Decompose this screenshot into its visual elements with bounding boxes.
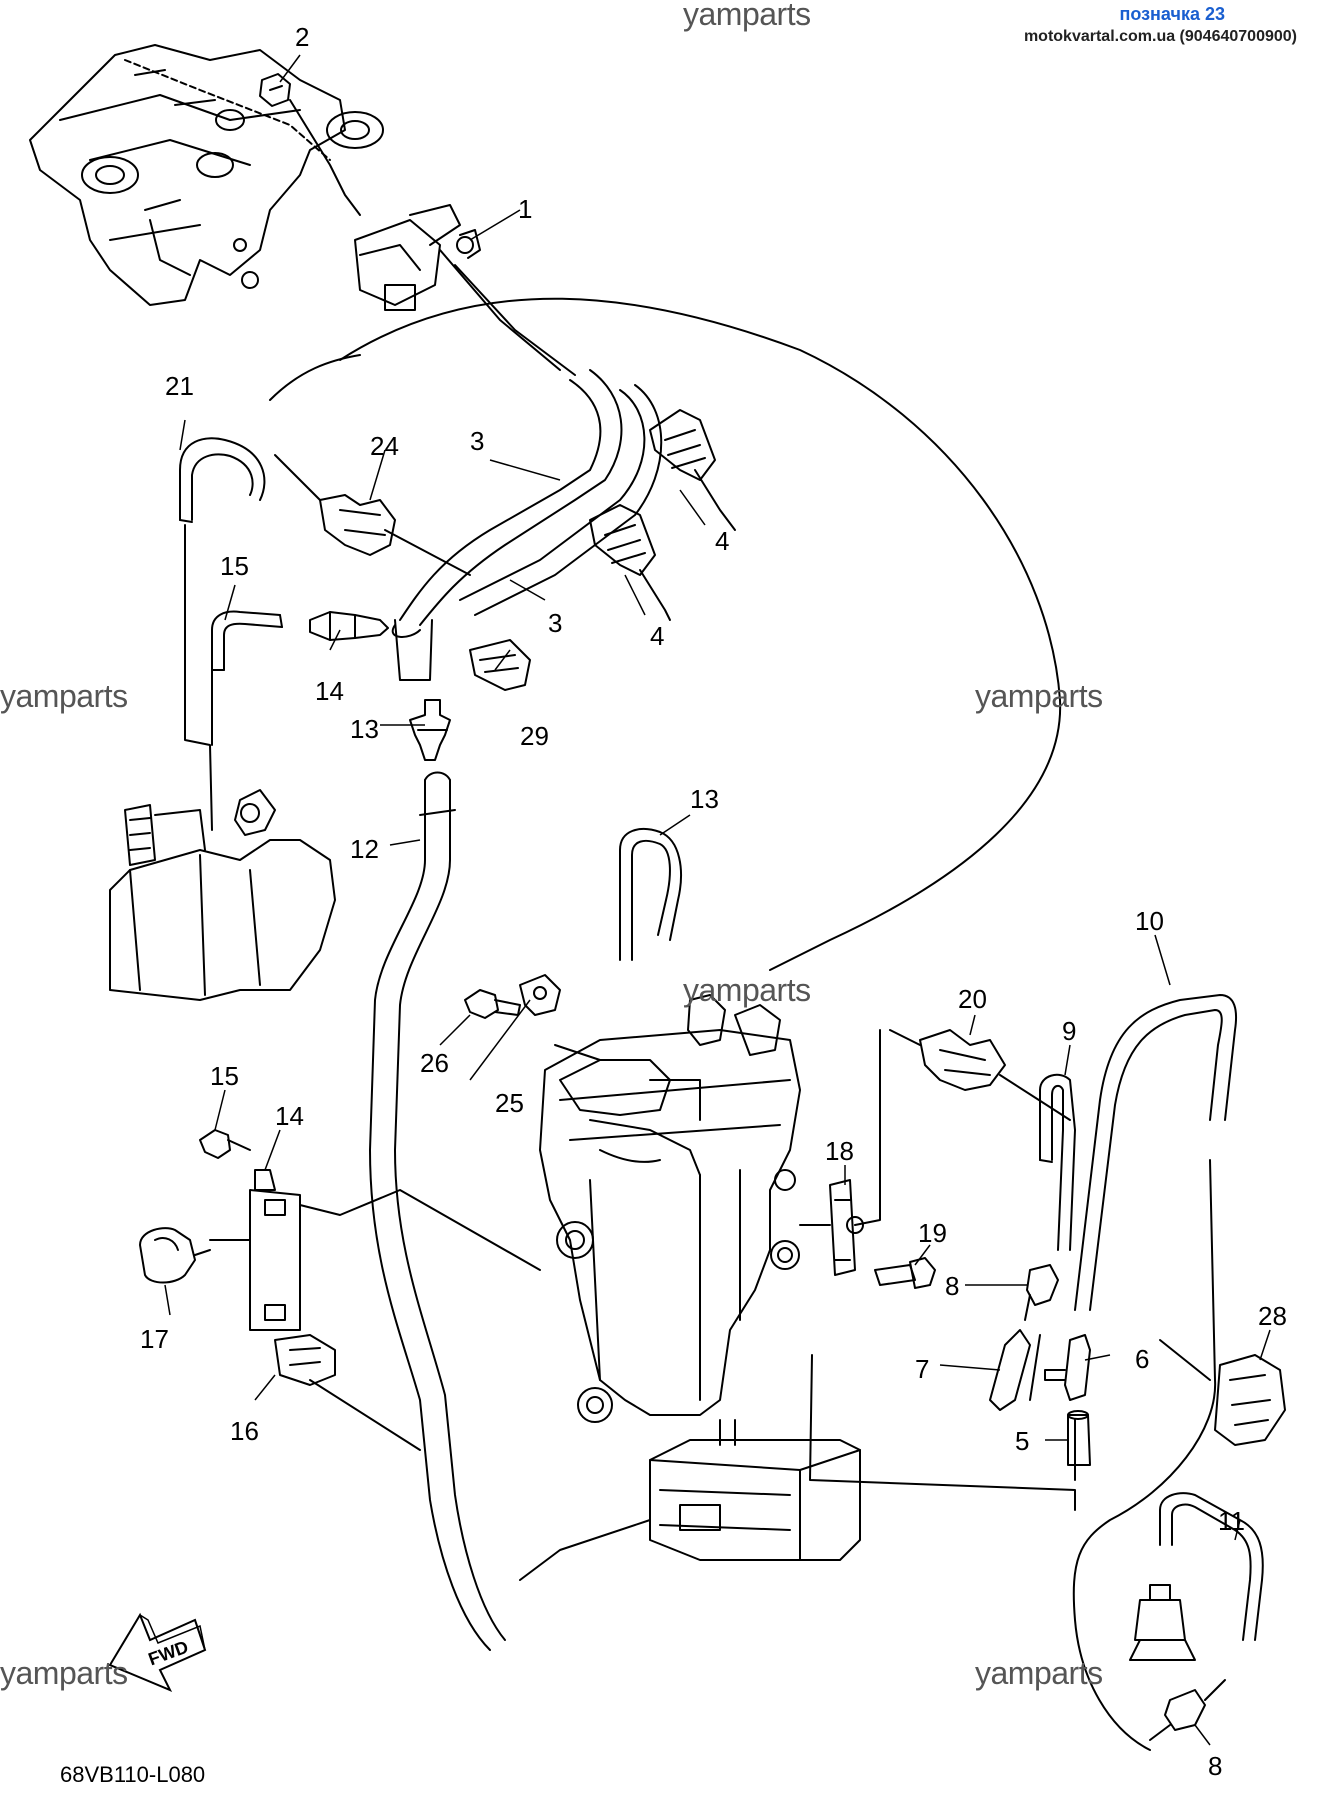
callout-25: 25 — [495, 1088, 524, 1118]
part-15-hose — [211, 610, 283, 671]
callout-1: 1 — [518, 194, 532, 224]
part-19-clip — [274, 1334, 421, 1451]
part-22-bolt — [874, 1257, 936, 1289]
part-16-hose — [619, 828, 682, 961]
callout-21: 18 — [825, 1136, 854, 1166]
part-21-bracket — [799, 1179, 864, 1276]
callout-3-lower: 3 — [548, 608, 562, 638]
callout-22: 19 — [918, 1218, 947, 1248]
header-note: позначка 23 — [1119, 4, 1225, 24]
callout-14: 14 — [315, 676, 344, 706]
vent-hose-loop — [339, 297, 1062, 971]
callout-27: 24 — [370, 431, 399, 461]
callout-9: 9 — [1062, 1016, 1076, 1046]
part-4-clip-lower — [589, 504, 671, 621]
callout-17: 14 — [275, 1101, 304, 1131]
callout-10: 10 — [1135, 906, 1164, 936]
callout-19: 16 — [230, 1416, 259, 1446]
engine-block-lower-left — [109, 789, 336, 1001]
diagram-code: 68VB110-L080 — [60, 1762, 206, 1787]
callout-8-lower: 8 — [1208, 1751, 1222, 1781]
leader-lines — [809, 1334, 1076, 1511]
part-9-hose — [1039, 1073, 1076, 1251]
callout-5: 5 — [1015, 1426, 1029, 1456]
part-13-fitting — [409, 699, 451, 761]
part-17-bracket — [209, 1169, 541, 1331]
part-25-clamp — [519, 974, 601, 1061]
callout-28: 28 — [1258, 1301, 1287, 1331]
hose-to-throttle — [184, 524, 213, 831]
part-28-clip — [1159, 1339, 1286, 1446]
callout-18: 15 — [210, 1061, 239, 1091]
watermark-right-mid: yamparts — [975, 678, 1103, 714]
watermark-left-bottom: yamparts — [0, 1655, 128, 1691]
callout-4-lower: 4 — [650, 621, 664, 651]
vapor-separator — [539, 994, 801, 1423]
watermark-center: yamparts — [683, 972, 811, 1008]
part-2-nut — [259, 73, 361, 216]
callout-11: 11 — [1218, 1506, 1245, 1536]
part-4-clip-upper — [649, 409, 736, 531]
callout-leaders — [164, 54, 1271, 1746]
part-5-joint — [1067, 1410, 1091, 1466]
callout-8-upper: 8 — [945, 1271, 959, 1301]
callout-26: 26 — [420, 1048, 449, 1078]
callout-29: 29 — [520, 721, 549, 751]
callout-20: 17 — [140, 1324, 169, 1354]
part-20-clip — [139, 1227, 211, 1284]
part-8-fitting-upper — [1024, 1264, 1059, 1321]
watermark-left-mid: yamparts — [0, 678, 128, 714]
vent-hose-loop-inner — [269, 354, 361, 401]
callout-labels: 2 1 3 3 4 4 21 24 15 14 13 29 12 13 26 2… — [140, 22, 1287, 1781]
part-7-hose — [989, 1329, 1031, 1411]
engine-block-top — [29, 44, 384, 306]
part-1-solenoid — [354, 204, 576, 376]
callout-7: 7 — [915, 1354, 929, 1384]
header-source: motokvartal.com.ua (904640700900) — [1023, 28, 1297, 45]
part-8-fitting-lower — [1149, 1679, 1226, 1741]
part-29-clip — [469, 639, 531, 691]
part-26-bolt — [464, 989, 521, 1019]
callout-15: 15 — [220, 551, 249, 581]
callout-23: 20 — [958, 984, 987, 1014]
part-14-fitting — [309, 611, 389, 641]
watermark-right-bottom: yamparts — [975, 1655, 1103, 1691]
part-6-tee — [1044, 1334, 1091, 1401]
part-10-hose — [1072, 994, 1238, 1751]
callout-2: 2 — [295, 22, 309, 52]
callout-13: 13 — [350, 714, 379, 744]
part-3-hoses — [391, 369, 663, 681]
callout-4-upper: 4 — [715, 526, 729, 556]
part-18-bolt — [199, 1129, 251, 1159]
callout-12: 12 — [350, 834, 379, 864]
callout-6: 6 — [1135, 1344, 1149, 1374]
callout-24: 21 — [165, 371, 194, 401]
charcoal-canister — [519, 1419, 861, 1581]
part-27-clip — [274, 454, 471, 576]
callout-16: 13 — [690, 784, 719, 814]
part-24-hose — [179, 437, 266, 523]
part-12-hose — [369, 771, 506, 1651]
watermark-top: yamparts — [683, 0, 811, 32]
part-23-clip — [854, 1029, 1071, 1226]
callout-3-upper: 3 — [470, 426, 484, 456]
